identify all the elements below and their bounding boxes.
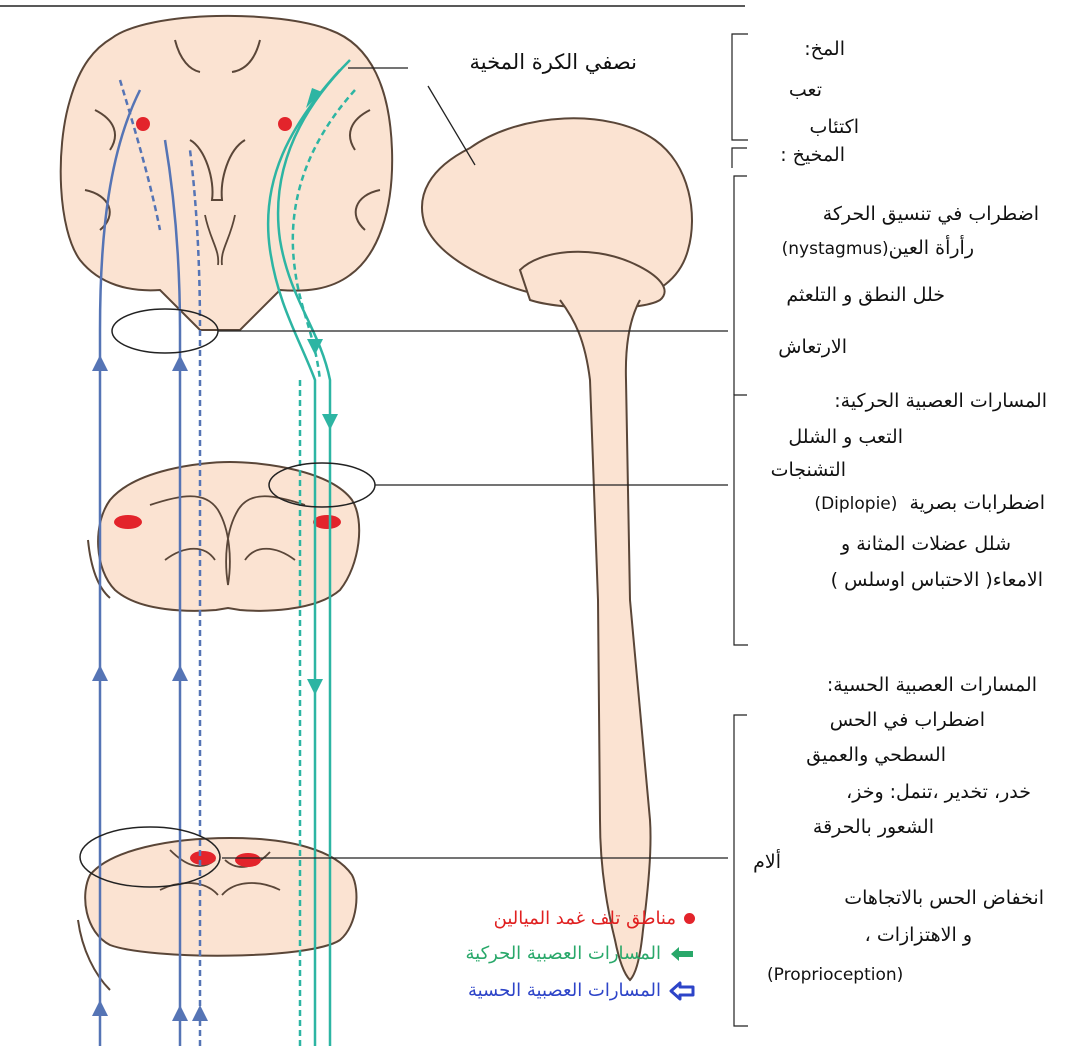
brain-lesion-left	[136, 117, 150, 131]
sensory-line8: (Proprioception)	[767, 967, 903, 984]
sensory-line5: ألام	[753, 853, 781, 872]
sensory-line3: خدر، تخدير ،تنمل: وخز،	[846, 783, 1031, 802]
brain-item-fatigue: تعب	[789, 81, 822, 100]
legend-sensory-label: المسارات العصبية الحسية	[468, 980, 661, 1001]
spinal-cross-section-upper	[88, 462, 359, 611]
cerebellum-line3: خلل النطق و التلعثم	[786, 286, 945, 305]
sensory-heading: المسارات العصبية الحسية:	[827, 676, 1037, 695]
motor-heading: المسارات العصبية الحركية:	[834, 392, 1047, 411]
sensory-line6: انخفاض الحس بالاتجاهات	[844, 889, 1044, 908]
cerebellum-line4: الارتعاش	[778, 338, 847, 357]
motor-line3-main: اضطرابات بصرية	[910, 492, 1046, 514]
lesion-upper-right	[313, 515, 341, 529]
lesion-lower-left	[190, 851, 216, 865]
cerebellum-line2: رأرأة العين(nystagmus)	[782, 239, 974, 258]
legend-sensory: المسارات العصبية الحسية	[468, 980, 695, 1001]
cerebellum-line2-main: رأرأة العين	[889, 237, 974, 259]
brain-coronal-section	[61, 16, 392, 330]
legend-demyelination: مناطق تلف غمد الميالين	[494, 908, 695, 929]
sensory-line1: اضطراب في الحس	[830, 711, 985, 730]
blue-arrow-icon	[669, 981, 695, 1001]
motor-line3: اضطرابات بصرية (Diplopie)	[814, 494, 1045, 513]
cerebellum-line1: اضطراب في تنسيق الحركة	[823, 205, 1039, 224]
brain-lesion-right	[278, 117, 292, 131]
cerebellum-heading: المخيخ :	[780, 146, 845, 165]
sensory-line2: السطحي والعميق	[806, 746, 946, 765]
legend-demyelination-label: مناطق تلف غمد الميالين	[494, 908, 676, 929]
motor-line3-en: (Diplopie)	[814, 494, 897, 514]
motor-line4: شلل عضلات المثانة و	[841, 535, 1011, 554]
brain-heading: المخ:	[804, 40, 845, 59]
sensory-line7: و الاهتزازات ،	[865, 926, 972, 945]
red-dot-icon	[684, 913, 695, 924]
lesion-lower-right	[235, 853, 261, 867]
bracket-markers	[732, 34, 748, 1026]
motor-line2: التشنجات	[771, 461, 846, 480]
lateral-brain-spinal-cord	[422, 118, 692, 980]
motor-line5: الامعاء( الاحتباس اوسلس )	[831, 571, 1043, 590]
hemispheres-label: نصفي الكرة المخية	[470, 52, 637, 73]
brain-item-depression: اكتئاب	[810, 118, 859, 137]
lesion-upper-left	[114, 515, 142, 529]
cerebellum-line2-en: (nystagmus)	[782, 239, 889, 259]
legend-motor-label: المسارات العصبية الحركية	[466, 943, 662, 964]
green-arrow-icon	[669, 945, 695, 963]
sensory-line4: الشعور بالحرقة	[813, 818, 934, 837]
motor-line1: التعب و الشلل	[788, 428, 903, 447]
legend-motor: المسارات العصبية الحركية	[466, 943, 696, 964]
